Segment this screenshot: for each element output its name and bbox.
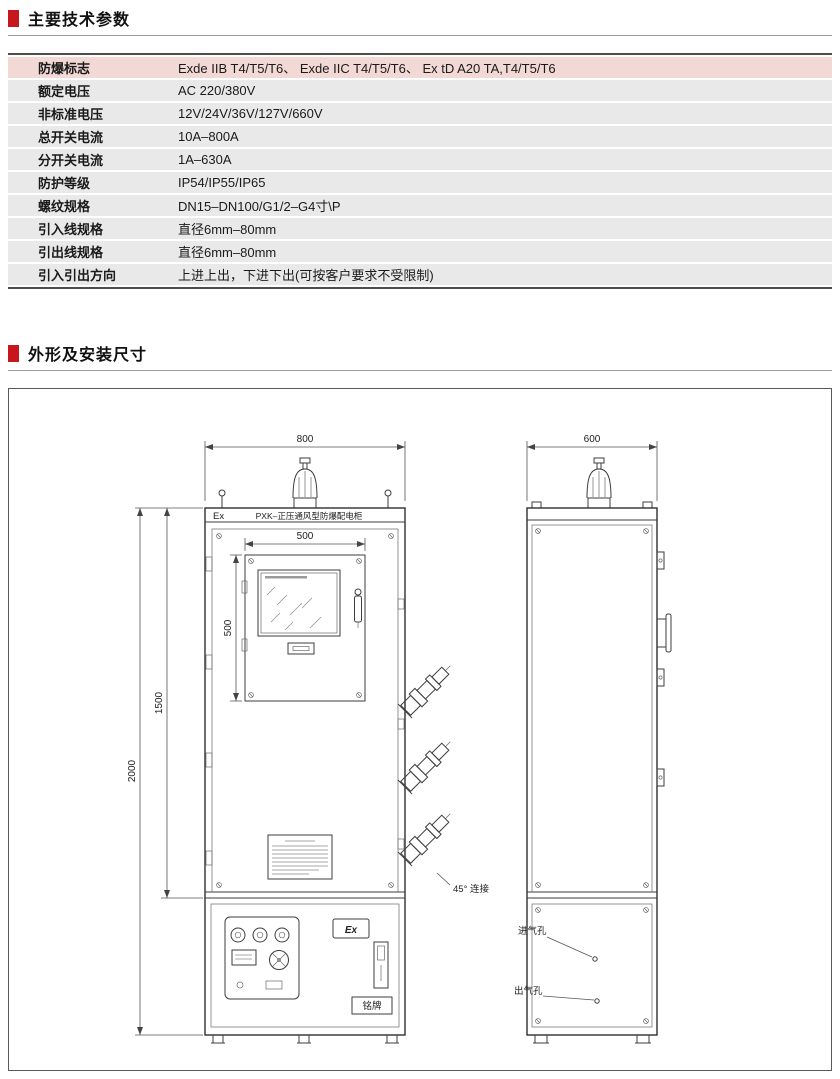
- section-rule: [8, 370, 832, 371]
- door-handle: [354, 588, 362, 628]
- section-bullet: [8, 9, 19, 27]
- hinge-marks: [656, 551, 665, 787]
- param-label: 防护等级: [8, 172, 168, 193]
- cable-gland: [397, 665, 451, 719]
- param-label: 引入引出方向: [8, 264, 168, 285]
- param-value: Exde IIB T4/T5/T6、 Exde IIC T4/T5/T6、 Ex…: [168, 57, 832, 78]
- cable-gland: [397, 741, 451, 795]
- hinge-marks: [205, 556, 405, 866]
- param-label: 额定电压: [8, 80, 168, 101]
- table-row: 螺纹规格 DN15–DN100/G1/2–G4寸\P: [8, 195, 832, 216]
- table-row: 防爆标志 Exde IIB T4/T5/T6、 Exde IIC T4/T5/T…: [8, 57, 832, 78]
- param-value: DN15–DN100/G1/2–G4寸\P: [168, 195, 832, 216]
- dim-panel-height: 500: [223, 619, 234, 636]
- section-title-params: 主要技术参数: [28, 12, 131, 29]
- dim-panel-width: 500: [297, 531, 314, 542]
- air-inlet-label: 进气孔: [518, 925, 547, 937]
- nameplate-label: 铭牌: [362, 1000, 382, 1012]
- air-outlet-label: 出气孔: [514, 985, 543, 997]
- table-row: 非标准电压 12V/24V/36V/127V/660V: [8, 103, 832, 124]
- section-title-dimensions: 外形及安装尺寸: [28, 347, 148, 364]
- param-value: 10A–800A: [168, 126, 832, 147]
- dim-door-height: 1500: [154, 691, 165, 714]
- ex-marking-front: Ex: [213, 511, 224, 522]
- beacon-icon: [292, 457, 318, 509]
- dim-total-height: 2000: [127, 759, 138, 782]
- table-row: 引入线规格 直径6mm–80mm: [8, 218, 832, 239]
- angle-note: 45° 连接: [453, 883, 490, 895]
- section-bullet: [8, 344, 19, 362]
- param-value: 12V/24V/36V/127V/660V: [168, 103, 832, 124]
- spec-plate: [267, 834, 333, 880]
- param-label: 分开关电流: [8, 149, 168, 170]
- param-label: 引出线规格: [8, 241, 168, 262]
- side-view: 600: [514, 434, 672, 1044]
- cabinet-title: PXK–正压通风型防爆配电柜: [256, 511, 363, 521]
- cabinet-drawing: 800 Ex PXK–正压通风型防爆配电柜: [127, 434, 672, 1044]
- air-inlet-hole: [592, 956, 598, 962]
- table-row: 防护等级 IP54/IP55/IP65: [8, 172, 832, 193]
- display-screen: [257, 569, 341, 637]
- ex-marking-box: Ex: [345, 925, 358, 936]
- param-label: 螺纹规格: [8, 195, 168, 216]
- beacon-icon: [586, 457, 612, 509]
- param-value: AC 220/380V: [168, 80, 832, 101]
- dim-side-width: 600: [584, 434, 601, 445]
- param-label: 总开关电流: [8, 126, 168, 147]
- param-value: 直径6mm–80mm: [168, 241, 832, 262]
- front-view: 800 Ex PXK–正压通风型防爆配电柜: [127, 434, 490, 1044]
- param-value: 1A–630A: [168, 149, 832, 170]
- param-value: 上进上出，下进下出(可按客户要求不受限制): [168, 264, 832, 285]
- dimension-drawing-frame: 800 Ex PXK–正压通风型防爆配电柜: [8, 388, 832, 1071]
- section-header-params: 主要技术参数: [8, 8, 832, 29]
- table-row: 分开关电流 1A–630A: [8, 149, 832, 170]
- table-row: 引出线规格 直径6mm–80mm: [8, 241, 832, 262]
- param-value: IP54/IP55/IP65: [168, 172, 832, 193]
- dim-front-width: 800: [297, 434, 314, 445]
- param-label: 防爆标志: [8, 57, 168, 78]
- control-panel: [224, 916, 300, 1000]
- table-row: 额定电压 AC 220/380V: [8, 80, 832, 101]
- cable-gland: [397, 813, 451, 867]
- param-label: 非标准电压: [8, 103, 168, 124]
- param-label: 引入线规格: [8, 218, 168, 239]
- section-header-dimensions: 外形及安装尺寸: [8, 343, 832, 364]
- params-table-wrap: 防爆标志 Exde IIB T4/T5/T6、 Exde IIC T4/T5/T…: [8, 53, 832, 289]
- air-outlet-hole: [594, 998, 600, 1004]
- section-rule: [8, 35, 832, 36]
- params-table: 防爆标志 Exde IIB T4/T5/T6、 Exde IIC T4/T5/T…: [8, 55, 832, 287]
- table-row: 引入引出方向 上进上出，下进下出(可按客户要求不受限制): [8, 264, 832, 285]
- side-handle: [657, 613, 672, 653]
- param-value: 直径6mm–80mm: [168, 218, 832, 239]
- door-lock-slot: [373, 941, 389, 989]
- table-row: 总开关电流 10A–800A: [8, 126, 832, 147]
